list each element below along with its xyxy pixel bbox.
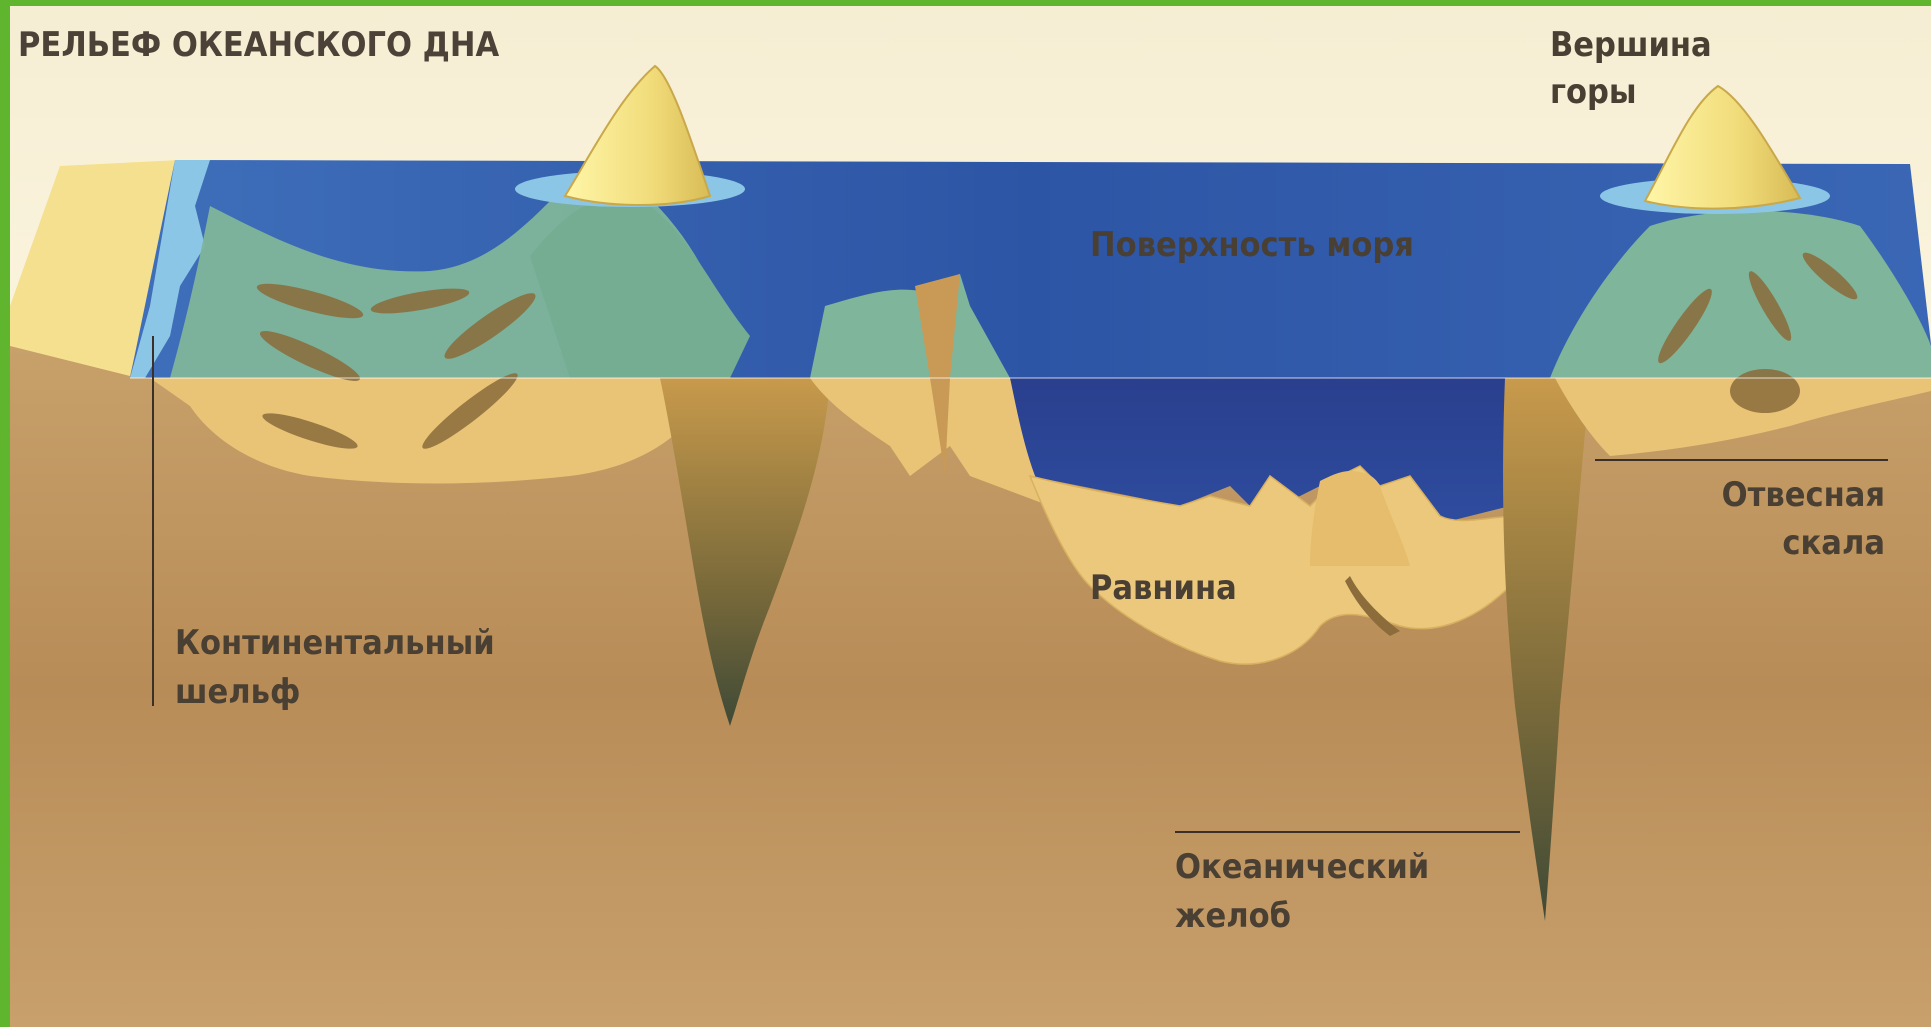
diagram-canvas: РЕЛЬЕФ ОКЕАНСКОГО ДНА Вершина горы Повер… [10,6,1931,1027]
cliff-label-line1: Отвесная [1722,475,1885,515]
sea-surface-label: Поверхность моря [1090,225,1414,265]
diagram-title: РЕЛЬЕФ ОКЕАНСКОГО ДНА [18,25,499,65]
trench-label-line2: желоб [1175,896,1291,936]
ocean-floor-diagram: РЕЛЬЕФ ОКЕАНСКОГО ДНА Вершина горы Повер… [10,6,1931,1027]
shelf-label-line2: шельф [175,672,300,712]
trench-label-line1: Океанический [1175,847,1429,887]
plain-label: Равнина [1090,568,1237,608]
shelf-label-line1: Континентальный [175,623,495,663]
peak-label-line1: Вершина [1550,25,1712,65]
peak-label-line2: горы [1550,72,1637,112]
cliff-label-line2: скала [1782,523,1885,563]
